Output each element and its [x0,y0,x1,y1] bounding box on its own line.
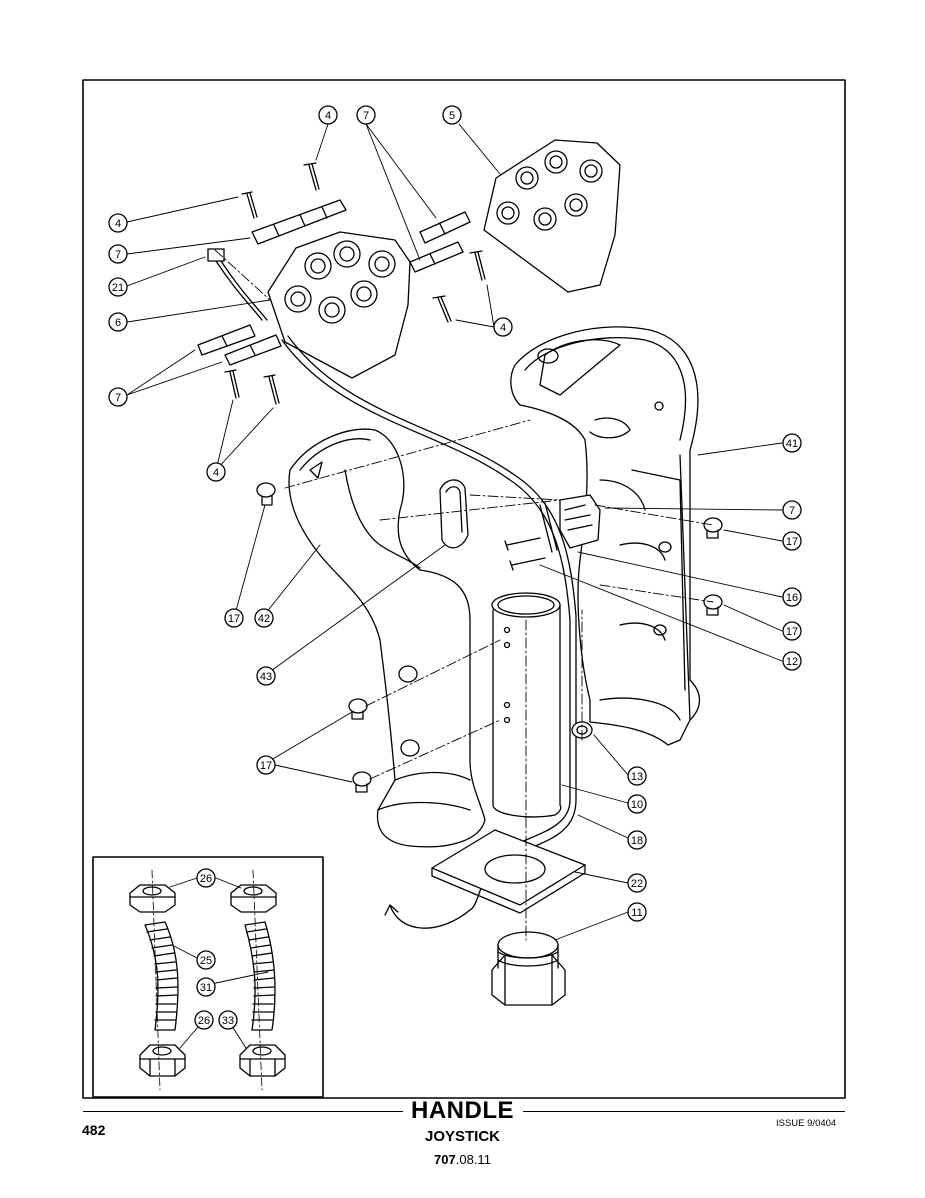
nut-part-26-top-left [129,884,176,913]
callout-4: 4 [206,462,226,482]
svg-text:17: 17 [260,760,272,772]
callout-17: 17 [224,608,244,628]
inset-parts [129,869,286,1091]
nut-part-11 [491,931,566,1006]
svg-text:18: 18 [631,835,643,847]
callout-43: 43 [256,666,276,686]
button-plate-part-5 [483,139,621,293]
svg-text:16: 16 [786,592,798,604]
callout-16: 16 [782,587,802,607]
page-subtitle: JOYSTICK [424,1128,500,1145]
leader-lines [126,123,783,1049]
callout-33: 33 [218,1010,238,1030]
callout-4: 4 [108,213,128,233]
svg-text:7: 7 [789,505,795,517]
reference-number: 707.08.11 [0,1152,925,1167]
issue-label: ISSUE 9/0404 [776,1118,837,1129]
page-title: HANDLE [411,1097,514,1124]
svg-text:17: 17 [786,626,798,638]
callout-10: 10 [627,794,647,814]
callout-26: 26 [196,868,216,888]
grip-shell-part-41 [510,326,701,746]
svg-text:4: 4 [325,110,331,122]
svg-text:42: 42 [258,613,270,625]
screws-part-4 [224,162,486,405]
svg-text:6: 6 [115,317,121,329]
callout-12: 12 [782,651,802,671]
svg-text:17: 17 [786,536,798,548]
plugs-part-17 [256,482,723,793]
gasket-part-22 [431,829,586,914]
svg-text:33: 33 [222,1015,234,1027]
svg-text:26: 26 [200,873,212,885]
callout-26: 26 [194,1010,214,1030]
svg-text:41: 41 [786,438,798,450]
svg-text:7: 7 [363,110,369,122]
svg-text:4: 4 [115,218,121,230]
svg-text:11: 11 [631,907,642,919]
plate-6-buttons [284,240,396,324]
alignment-lines [214,249,714,941]
connector-part-21 [207,248,268,321]
callout-13: 13 [627,766,647,786]
conduit-part-31 [244,921,276,1031]
svg-text:5: 5 [449,110,455,122]
svg-text:26: 26 [198,1015,210,1027]
nut-part-33 [239,1044,286,1077]
drawing-frame [82,79,846,1099]
plate-5-buttons [496,150,603,231]
callout-7: 7 [108,244,128,264]
callout-21: 21 [108,277,128,297]
callout-7: 7 [108,387,128,407]
callout-4: 4 [318,105,338,125]
microswitch-assembly [504,494,601,571]
callout-31: 31 [196,977,216,997]
svg-text:22: 22 [631,878,643,890]
svg-text:4: 4 [500,322,506,334]
callout-7: 7 [356,105,376,125]
svg-text:7: 7 [115,249,121,261]
nut-part-26-top-right [230,884,277,913]
svg-text:10: 10 [631,799,643,811]
nut-part-26-bottom [139,1044,186,1077]
callout-41: 41 [782,433,802,453]
callout-4: 4 [493,317,513,337]
callout-25: 25 [196,950,216,970]
callout-5: 5 [442,105,462,125]
inset-box [92,856,324,1098]
title-rule-left [83,1111,403,1112]
svg-text:4: 4 [213,467,219,479]
reference-rest: .08.11 [455,1152,491,1167]
callout-labels: 4 7 5 4 7 21 6 4 7 4 41 7 17 17 42 16 17… [108,105,802,1030]
title-rule-right [523,1111,845,1112]
callout-11: 11 [627,902,647,922]
svg-text:31: 31 [200,982,212,994]
callout-6: 6 [108,312,128,332]
button-plate-part-6 [267,231,411,379]
svg-text:43: 43 [260,671,272,683]
svg-text:25: 25 [200,955,212,967]
callout-17: 17 [782,531,802,551]
page-number: 482 [82,1122,106,1138]
svg-text:17: 17 [228,613,240,625]
svg-text:12: 12 [786,656,798,668]
svg-text:7: 7 [115,392,121,404]
callout-17: 17 [782,621,802,641]
callout-18: 18 [627,830,647,850]
callout-42: 42 [254,608,274,628]
trigger-part-43 [439,479,469,549]
callout-22: 22 [627,873,647,893]
switch-blocks-part-7 [197,199,471,366]
reference-bold: 707 [434,1152,456,1167]
callout-17: 17 [256,755,276,775]
tube-part-10 [491,592,562,818]
conduit-part-25 [144,921,179,1031]
callout-7: 7 [782,500,802,520]
svg-text:13: 13 [631,771,643,783]
svg-text:21: 21 [112,282,124,294]
